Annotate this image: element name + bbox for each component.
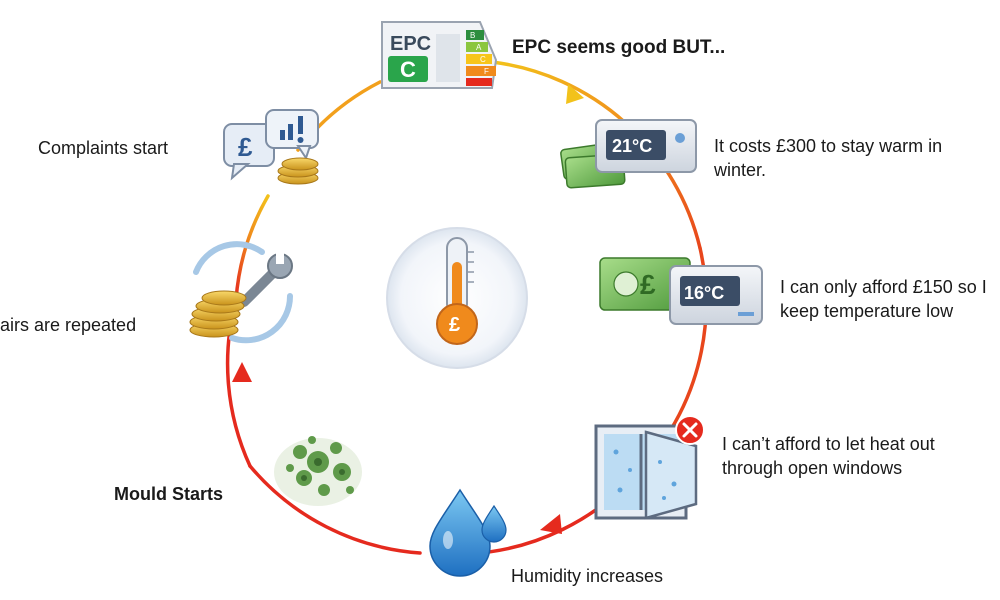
center-thermometer-currency: £ — [449, 314, 460, 336]
epc-band-1: B — [470, 31, 475, 40]
cycle-arrows — [232, 84, 584, 534]
epc-band-4: F — [484, 67, 489, 76]
mould-icon — [274, 436, 362, 506]
step-label-cost: It costs £300 to stay warm in winter. — [714, 136, 943, 180]
step-label-complaints: Complaints start — [38, 138, 169, 158]
close-icon — [675, 415, 705, 445]
epc-badge-title: EPC — [390, 33, 431, 55]
epc-badge-rating: C — [400, 57, 416, 82]
warm-thermostat-money-icon — [560, 119, 697, 189]
open-window-icon — [594, 424, 698, 520]
step-label-repairs: airs are repeated — [0, 315, 137, 335]
warm-thermostat-reading: 21°C — [612, 136, 652, 156]
step-label-windows: I can’t afford to let heat out through o… — [722, 434, 935, 478]
low-thermostat-money-icon — [599, 257, 763, 325]
step-label-humidity: Humidity increases — [511, 566, 664, 586]
epc-band-2: A — [476, 43, 482, 52]
coin-stack-icon — [189, 290, 247, 338]
step-label-mould: Mould Starts — [114, 484, 224, 504]
arrow-head-left — [232, 362, 252, 382]
step-label-epc: EPC seems good BUT... — [512, 37, 726, 58]
low-thermostat-reading: 16°C — [684, 283, 724, 303]
epc-badge-icon — [381, 21, 498, 89]
complaints-speech-bubble-icon — [223, 109, 319, 185]
water-drop-icon — [429, 488, 507, 577]
arrow-head-top-right — [566, 84, 584, 104]
center-thermometer-icon — [386, 227, 528, 369]
low-thermostat-currency: £ — [640, 269, 656, 300]
arrow-head-bottom-right — [540, 514, 562, 534]
step-label-afford: I can only afford £150 so I keep tempera… — [780, 277, 987, 321]
complaints-bubble-currency: £ — [238, 132, 253, 162]
repairs-wrench-coins-icon — [189, 241, 294, 344]
epc-band-3: C — [480, 55, 486, 64]
wrench-icon — [239, 252, 293, 307]
